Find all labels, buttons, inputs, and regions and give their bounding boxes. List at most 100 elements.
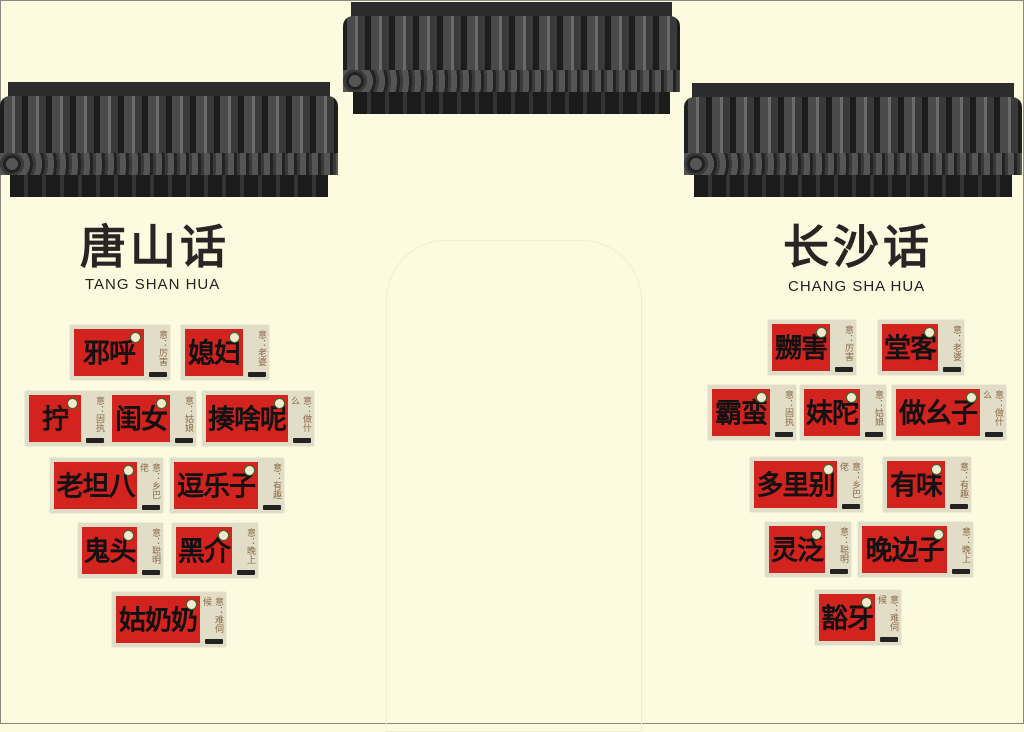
dialect-word: 媳妇	[188, 338, 241, 370]
dialect-word: 逗乐子	[177, 471, 256, 503]
dialect-card: 媳妇 意：老婆	[181, 325, 269, 380]
brand-logo-icon	[142, 505, 160, 510]
coin-icon	[156, 398, 167, 409]
meaning-text: 意：做什么	[289, 396, 311, 432]
coin-icon	[229, 332, 240, 343]
meaning-text: 意：固执	[94, 396, 104, 432]
dialect-card: 晚边子 意：晚上	[858, 522, 973, 577]
brand-logo-icon	[86, 438, 104, 443]
card-red-panel: 豁牙	[819, 594, 875, 641]
dialect-card: 逗乐子 意：有趣	[170, 458, 284, 513]
coin-icon	[123, 465, 134, 476]
card-red-panel: 有味	[887, 461, 945, 508]
brand-logo-icon	[263, 505, 281, 510]
brand-logo-icon	[205, 639, 223, 644]
card-red-panel: 晚边子	[862, 526, 947, 573]
dialect-card: 堂客 意：老婆	[878, 320, 964, 375]
meaning-text: 意：难伺候	[876, 595, 898, 631]
dialect-word: 邪呼	[83, 338, 136, 370]
dialect-word: 鬼头	[83, 536, 137, 568]
meaning-text: 意：晚上	[960, 527, 970, 563]
brand-logo-icon	[880, 637, 898, 642]
dialect-card: 多里别 意：乡巴佬	[750, 457, 863, 512]
coin-icon	[123, 530, 134, 541]
card-red-panel: 灵泛	[769, 526, 825, 573]
meaning-text: 意：晚上	[245, 528, 255, 564]
brand-logo-icon	[950, 504, 968, 509]
coin-icon	[861, 597, 872, 608]
brand-logo-icon	[775, 432, 793, 437]
card-red-panel: 媳妇	[185, 329, 243, 376]
brand-logo-icon	[142, 570, 160, 575]
card-red-panel: 做幺子	[896, 389, 980, 436]
meaning-text: 意：乡巴佬	[838, 462, 860, 498]
coin-icon	[931, 464, 942, 475]
dialect-card: 黑介 意：晚上	[172, 523, 258, 578]
brand-logo-icon	[237, 570, 255, 575]
brand-logo-icon	[865, 432, 883, 437]
meaning-text: 意：做什么	[981, 390, 1003, 426]
meaning-text: 意：乡巴佬	[138, 463, 160, 499]
dialect-word: 豁牙	[821, 603, 874, 635]
card-red-panel: 黑介	[176, 527, 232, 574]
meaning-text: 意：有趣	[271, 463, 281, 499]
roof-right	[684, 83, 1022, 197]
meaning-text: 意：姑娘	[183, 396, 193, 432]
dialect-card: 邪呼 意：厉害	[70, 325, 170, 380]
meaning-text: 意：厉害	[157, 330, 167, 366]
dialect-card: 做幺子 意：做什么	[892, 385, 1006, 440]
right-title: 长沙话	[783, 220, 933, 274]
meaning-text: 意：难伺候	[201, 597, 223, 633]
meaning-text: 意：老婆	[951, 325, 961, 361]
meaning-text: 意：厉害	[843, 325, 853, 361]
dialect-word: 黑介	[178, 536, 231, 568]
dialect-card: 嬲害 意：厉害	[768, 320, 856, 375]
dialect-card: 姑奶奶 意：难伺候	[112, 592, 226, 647]
meaning-text: 意：老婆	[256, 330, 266, 366]
dialect-word: 拧	[42, 404, 69, 436]
doorway-outline	[386, 240, 642, 732]
card-red-panel: 闺女	[112, 395, 170, 442]
card-red-panel: 拧	[29, 395, 81, 442]
dialect-word: 霸蛮	[715, 398, 768, 430]
brand-logo-icon	[149, 372, 167, 377]
dialect-word: 灵泛	[771, 535, 824, 567]
dialect-card: 拧 意：固执	[25, 391, 107, 446]
right-pinyin: CHANG SHA HUA	[788, 278, 926, 295]
card-red-panel: 妹陀	[804, 389, 860, 436]
dialect-word: 姑奶奶	[119, 605, 198, 637]
card-red-panel: 多里别	[754, 461, 837, 508]
roof-left	[0, 82, 338, 197]
coin-icon	[756, 392, 767, 403]
brand-logo-icon	[248, 372, 266, 377]
meaning-text: 意：有趣	[958, 462, 968, 498]
card-red-panel: 老坦八	[54, 462, 137, 509]
card-red-panel: 揍啥呢	[206, 395, 288, 442]
coin-icon	[67, 398, 78, 409]
dialect-card: 灵泛 意：聪明	[765, 522, 851, 577]
dialect-word: 揍啥呢	[208, 404, 287, 436]
coin-icon	[186, 599, 197, 610]
coin-icon	[966, 392, 977, 403]
dialect-card: 豁牙 意：难伺候	[815, 590, 901, 645]
card-red-panel: 鬼头	[82, 527, 137, 574]
coin-icon	[274, 398, 285, 409]
brand-logo-icon	[293, 438, 311, 443]
meaning-text: 意：姑娘	[873, 390, 883, 426]
coin-icon	[218, 530, 229, 541]
dialect-word: 做幺子	[899, 398, 978, 430]
dialect-card: 闺女 意：姑娘	[108, 391, 196, 446]
coin-icon	[933, 529, 944, 540]
coin-icon	[846, 392, 857, 403]
coin-icon	[924, 327, 935, 338]
brand-logo-icon	[835, 367, 853, 372]
dialect-word: 老坦八	[56, 471, 136, 503]
dialect-word: 有味	[890, 470, 943, 502]
card-red-panel: 堂客	[882, 324, 938, 371]
roof-center	[343, 2, 680, 114]
dialect-card: 鬼头 意：聪明	[78, 523, 163, 578]
brand-logo-icon	[943, 367, 961, 372]
coin-icon	[811, 529, 822, 540]
coin-icon	[816, 327, 827, 338]
dialect-card: 妹陀 意：姑娘	[800, 385, 886, 440]
